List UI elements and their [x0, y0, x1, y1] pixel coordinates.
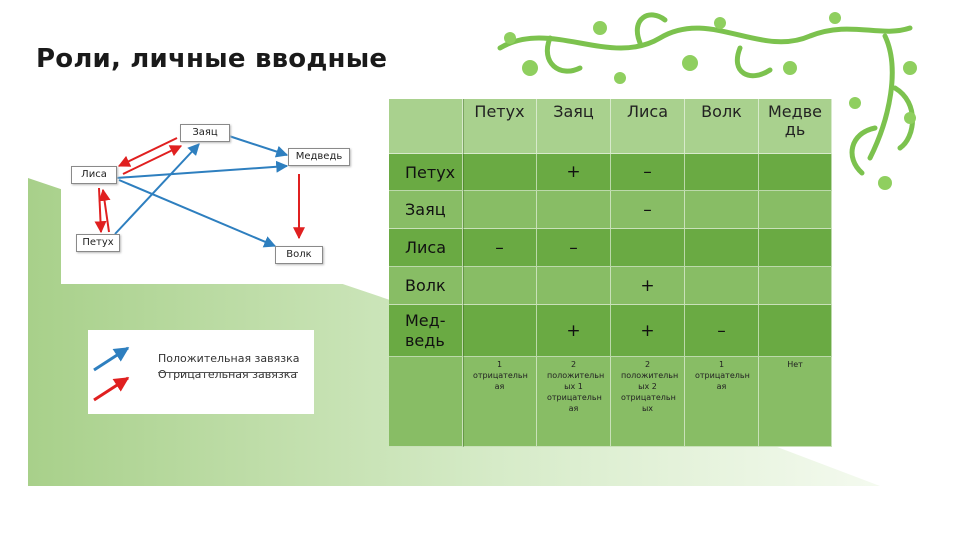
arrow-zayats-medved — [228, 135, 289, 158]
table-row-label: Петух — [389, 154, 463, 191]
summary-volk: 1 отрицательн ая — [685, 357, 759, 447]
table-corner-cell — [389, 99, 463, 154]
arrow-lisa-medved — [115, 160, 289, 179]
table-header-lisa: Лиса — [611, 99, 685, 154]
legend-arrows — [93, 346, 130, 402]
table-cell — [463, 305, 537, 357]
summary-zayats: 2 положительн ых 1 отрицательн ая — [537, 357, 611, 447]
table-label-divider — [463, 99, 464, 447]
table-row-label: Лиса — [389, 229, 463, 267]
table-cell: + — [611, 305, 685, 357]
table-cell — [759, 267, 832, 305]
table-cell — [685, 267, 759, 305]
table-row-label: Заяц — [389, 191, 463, 229]
table-cell: – — [611, 191, 685, 229]
table-header-volk: Волк — [685, 99, 759, 154]
relationship-diagram: Заяц Медведь Лиса Петух Волк — [61, 100, 385, 284]
summary-medved: Нет — [759, 357, 832, 447]
legend-negative-label: Отрицательная завязка — [158, 368, 298, 381]
table-cell — [759, 154, 832, 191]
legend-strike-line — [158, 372, 298, 373]
arrow-lisa-petukh — [94, 187, 107, 234]
table-cell — [759, 229, 832, 267]
table-cell — [463, 267, 537, 305]
summary-lisa: 2 положительн ых 2 отрицательн ых — [611, 357, 685, 447]
table-cell: – — [537, 229, 611, 267]
table-header-medved: Медве дь — [759, 99, 832, 154]
table-cell — [537, 191, 611, 229]
diagram-arrows — [94, 135, 305, 248]
arrow-petukh-zayats — [114, 143, 200, 235]
legend-positive-label: Положительная завязка — [158, 352, 300, 365]
floral-ornament — [497, 12, 917, 190]
table-cell: – — [463, 229, 537, 267]
node-zayats: Заяц — [180, 124, 230, 142]
legend-negative-arrow — [93, 376, 130, 402]
table-cell — [685, 154, 759, 191]
table-cell — [463, 191, 537, 229]
table-header-petukh: Петух — [463, 99, 537, 154]
table-cell — [685, 229, 759, 267]
table-cell — [685, 191, 759, 229]
node-medved: Медведь — [288, 148, 350, 166]
arrow-lisa-zayats — [122, 145, 183, 175]
arrow-zayats-lisa — [117, 137, 178, 167]
arrow-petukh-lisa — [98, 188, 111, 233]
table-cell: + — [537, 154, 611, 191]
table-cell — [759, 305, 832, 357]
table-cell — [537, 267, 611, 305]
row-label-text: Мед-ведь — [405, 310, 446, 350]
table-row-label: Волк — [389, 267, 463, 305]
table-cell — [611, 229, 685, 267]
node-petukh: Петух — [76, 234, 120, 252]
diagram-legend: Положительная завязка Отрицательная завя… — [88, 330, 314, 414]
table-row-label: Мед-ведь — [389, 305, 463, 357]
table-header-zayats: Заяц — [537, 99, 611, 154]
slide-title: Роли, личные вводные — [36, 44, 388, 74]
legend-positive-arrow — [93, 346, 130, 372]
table-cell: – — [685, 305, 759, 357]
table-cell — [463, 154, 537, 191]
table-cell — [759, 191, 832, 229]
summary-petukh: 1 отрицательн ая — [463, 357, 537, 447]
node-lisa: Лиса — [71, 166, 117, 184]
arrow-lisa-volk — [118, 179, 277, 248]
table-cell: + — [611, 267, 685, 305]
table-summary-corner — [389, 357, 463, 447]
table-cell: + — [537, 305, 611, 357]
table-cell: – — [611, 154, 685, 191]
relations-table: Петух Заяц Лиса Волк Медве дь Петух + – … — [389, 99, 832, 447]
node-volk: Волк — [275, 246, 323, 264]
